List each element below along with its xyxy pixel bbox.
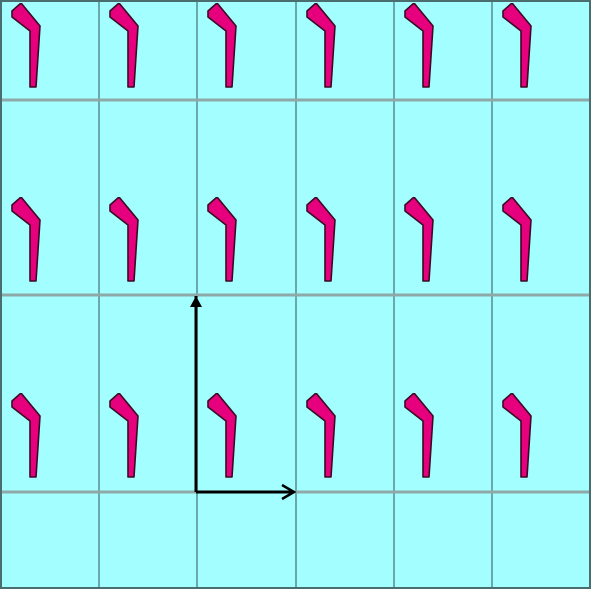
lattice-vectors	[190, 296, 297, 501]
arrowhead-icon	[281, 483, 297, 501]
lattice-vector-vertical	[190, 296, 202, 492]
lattice-vector-horizontal	[196, 483, 297, 501]
arrowhead-icon	[190, 296, 202, 307]
